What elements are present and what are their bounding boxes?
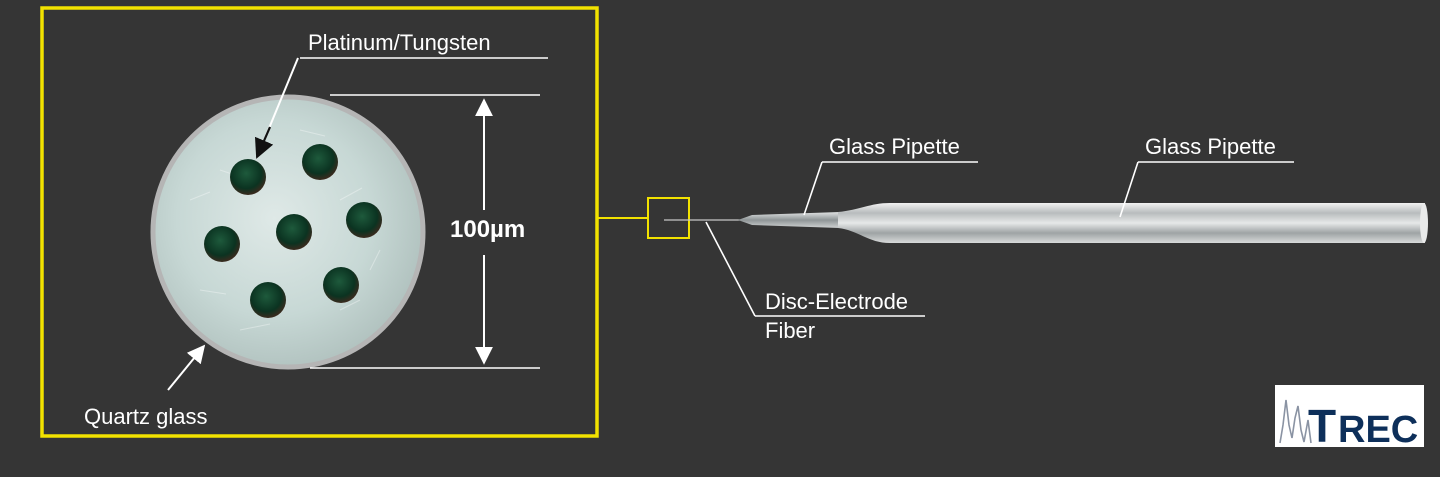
- disc-electrode-label-line2: Fiber: [765, 318, 815, 343]
- fiber-core: [302, 144, 338, 180]
- magnified-view-frame: [40, 6, 599, 438]
- glass-pipette-right-label: Glass Pipette: [1145, 134, 1276, 159]
- pipette-tip: [738, 212, 840, 228]
- glass-pipette-right-leader: [1119, 161, 1139, 218]
- fiber-core: [250, 282, 286, 318]
- quartz-glass-label: Quartz glass: [84, 404, 208, 429]
- pipette-end: [1420, 203, 1428, 243]
- logo-letter-t: T: [1308, 400, 1336, 452]
- disc-electrode-label-line1: Disc-Electrode: [765, 289, 908, 314]
- trec-logo: T REC: [1275, 385, 1424, 452]
- platinum-tungsten-fibers: [204, 144, 382, 318]
- glass-pipette-left-leader: [803, 161, 823, 216]
- fiber-core: [276, 214, 312, 250]
- pipette-body: [838, 203, 1425, 243]
- fiber-core: [346, 202, 382, 238]
- zoom-region-box: [647, 197, 690, 239]
- diameter-label: 100µm: [450, 216, 525, 243]
- electrode-cross-section: [150, 94, 426, 370]
- quartz-arrow: [167, 344, 206, 391]
- glass-pipette-left-label: Glass Pipette: [829, 134, 960, 159]
- fiber-core: [204, 226, 240, 262]
- platinum-arrow: [255, 126, 274, 159]
- disc-electrode-leader: [705, 221, 756, 317]
- glass-pipette: [664, 203, 1428, 243]
- platinum-tungsten-label: Platinum/Tungsten: [308, 30, 491, 55]
- logo-spectrum-icon: [1279, 399, 1312, 444]
- fiber-core: [230, 159, 266, 195]
- logo-letters-rec: REC: [1338, 409, 1418, 451]
- fiber-core: [323, 267, 359, 303]
